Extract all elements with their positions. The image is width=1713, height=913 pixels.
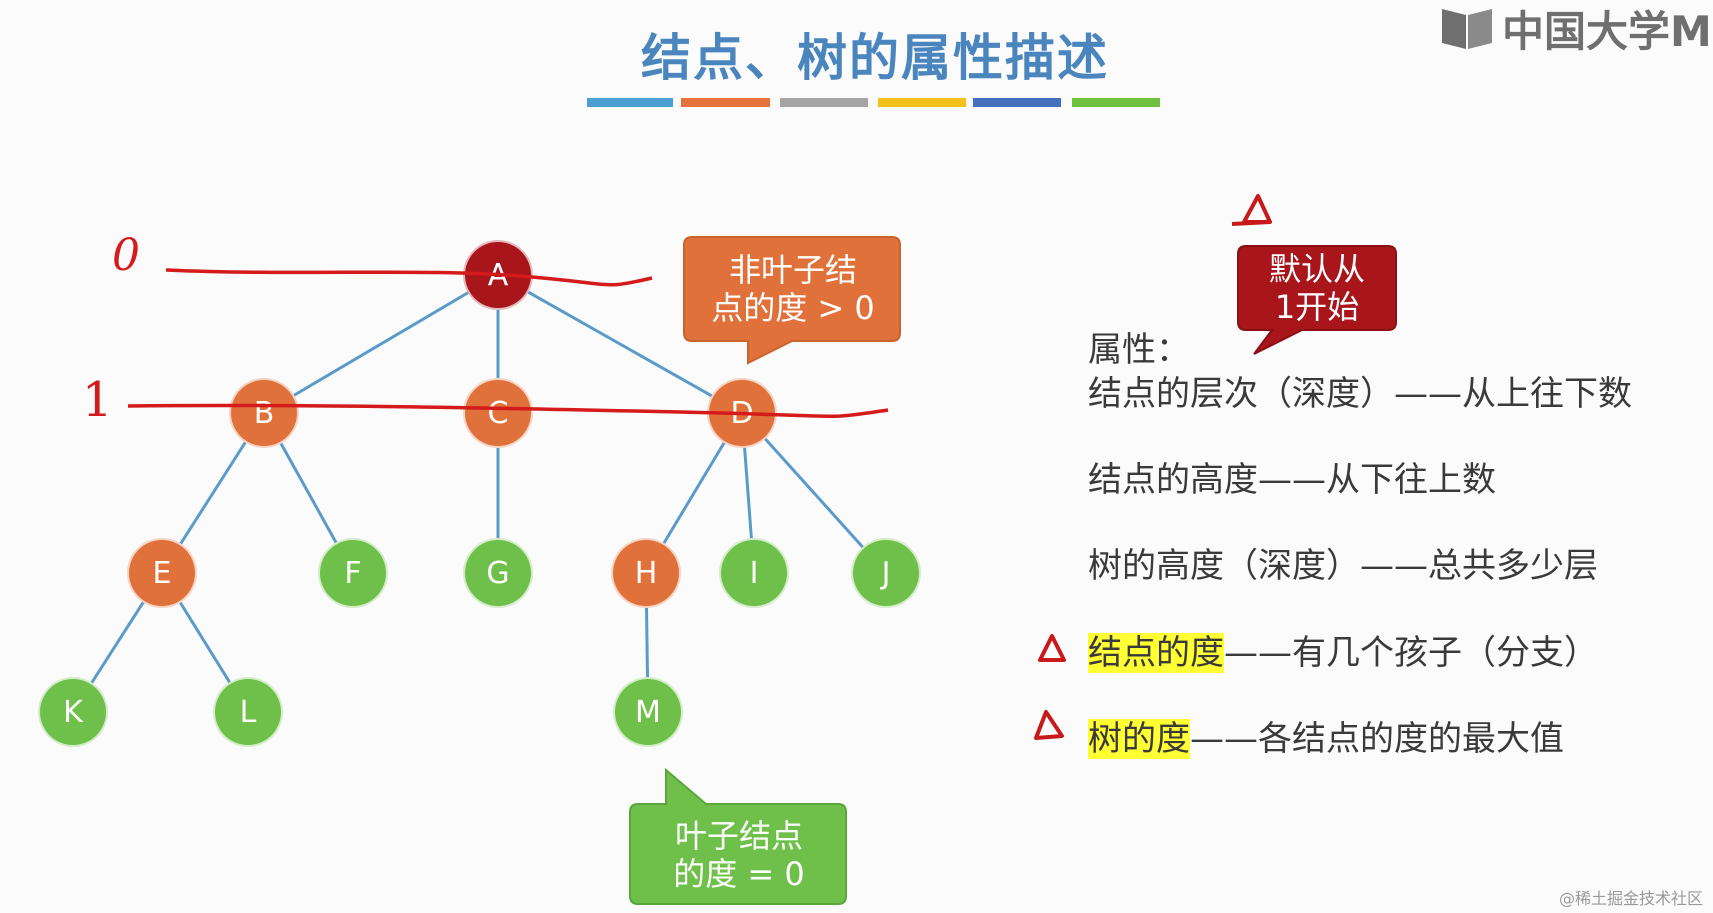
tree-node-E: E — [127, 538, 197, 608]
leaf-callout-line2: 的度 = 0 — [673, 855, 805, 893]
tree-node-A: A — [463, 240, 533, 310]
leaf-callout-shape — [629, 768, 847, 905]
tree-node-J: J — [851, 538, 921, 608]
leaf-callout: 叶子结点 的度 = 0 — [630, 805, 848, 905]
leaf-callout-line1: 叶子结点 — [674, 817, 803, 855]
nonleaf-callout-line2: 点的度 > 0 — [711, 289, 875, 327]
default-callout-line1: 默认从 — [1268, 250, 1365, 288]
tree-node-G: G — [463, 538, 533, 608]
tree-node-I: I — [719, 538, 789, 608]
nonleaf-callout: 非叶子结 点的度 > 0 — [684, 237, 902, 341]
default-callout-line2: 1开始 — [1274, 288, 1360, 326]
property-level: 结点的层次（深度）——从上往下数 — [1088, 374, 1632, 414]
tree-node-C: C — [463, 378, 533, 448]
property-tree-degree: 树的度——各结点的度的最大值 — [1088, 711, 1564, 760]
tree-node-K: K — [38, 677, 108, 747]
title-bar-6 — [1072, 98, 1160, 107]
tree-node-B: B — [229, 378, 299, 448]
node-degree-term: 结点的度 — [1088, 633, 1224, 673]
property-node-height: 结点的高度——从下往上数 — [1088, 460, 1496, 500]
title-bar-4 — [878, 98, 966, 107]
title-bar-3 — [780, 98, 868, 107]
nonleaf-callout-shape — [683, 236, 901, 365]
tree-node-L: L — [213, 677, 283, 747]
tree-node-H: H — [611, 538, 681, 608]
mooc-logo: 中国大学MO — [1440, 2, 1713, 54]
logo-text: 中国大学MO — [1502, 6, 1713, 55]
level-0-annotation: 0 — [112, 230, 140, 281]
tree-node-D: D — [707, 378, 777, 448]
tree-node-F: F — [318, 538, 388, 608]
default-callout-shape — [1237, 245, 1397, 355]
properties-heading: 属性： — [1088, 330, 1190, 370]
property-tree-height: 树的高度（深度）——总共多少层 — [1088, 546, 1598, 586]
level-1-annotation: 1 — [82, 372, 113, 428]
node-degree-desc: ——有几个孩子（分支） — [1224, 633, 1598, 673]
title-bar-5 — [973, 98, 1061, 107]
tree-node-M: M — [613, 677, 683, 747]
tree-degree-desc: ——各结点的度的最大值 — [1190, 719, 1564, 759]
tree-degree-term: 树的度 — [1088, 719, 1190, 759]
property-node-degree: 结点的度——有几个孩子（分支） — [1088, 625, 1598, 674]
book-logo-icon — [1442, 9, 1492, 49]
nonleaf-callout-line1: 非叶子结 — [728, 251, 857, 289]
page-title: 结点、树的属性描述 — [641, 29, 1109, 87]
tree-edge-A-B — [263, 273, 499, 415]
tree-edge-A-D — [497, 273, 743, 415]
title-bar-2 — [681, 98, 770, 107]
title-bar-1 — [587, 98, 673, 107]
default-callout: 默认从 1开始 — [1238, 246, 1396, 330]
watermark: @稀土掘金技术社区 — [1558, 889, 1703, 908]
